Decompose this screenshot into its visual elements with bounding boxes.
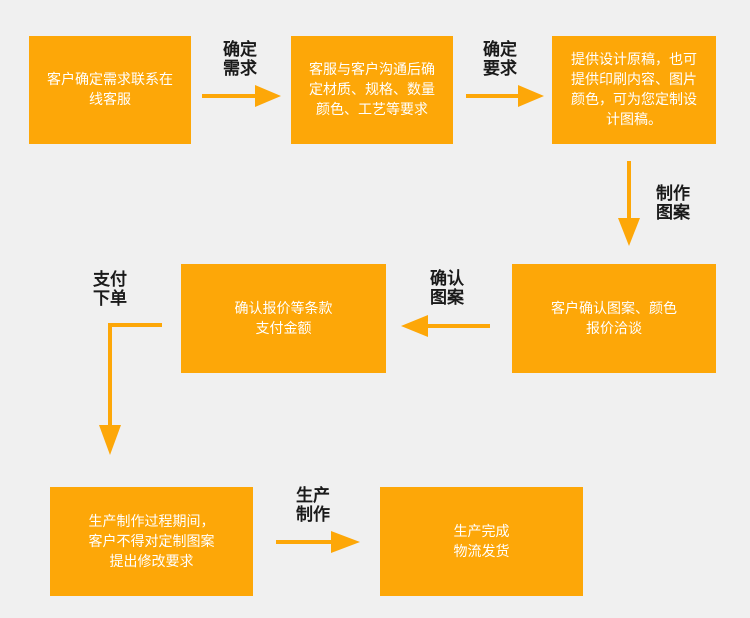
label-production: 生产 制作 <box>296 486 330 525</box>
step-text-1: 客户确定需求联系在 线客服 <box>47 72 173 108</box>
label-confirm-requirements: 确定 要求 <box>483 40 517 79</box>
label-pay-order: 支付 下单 <box>93 270 127 309</box>
arrow-step3-to-step4 <box>618 161 640 246</box>
step-text-7: 生产完成 物流发货 <box>453 523 510 560</box>
step-box-1: 客户确定需求联系在 线客服 <box>29 36 191 144</box>
step-text-4: 客户确认图案、颜色 报价洽谈 <box>551 300 677 337</box>
step-box-7: 生产完成 物流发货 <box>380 487 583 596</box>
step-box-6: 生产制作过程期间， 客户不得对定制图案 提出修改要求 <box>50 487 253 596</box>
step-text-6: 生产制作过程期间， 客户不得对定制图案 提出修改要求 <box>88 513 215 570</box>
arrow-step5-to-step6 <box>99 323 162 455</box>
step-box-2: 客服与客户沟通后确 定材质、规格、数量 颜色、工艺等要求 <box>291 36 453 144</box>
arrow-step6-to-step7 <box>276 531 360 553</box>
label-confirm-needs: 确定 需求 <box>223 40 257 79</box>
step-box-3: 提供设计原稿，也可 提供印刷内容、图片 颜色，可为您定制设 计图稿。 <box>552 36 716 144</box>
step-text-3: 提供设计原稿，也可 提供印刷内容、图片 颜色，可为您定制设 计图稿。 <box>571 52 697 128</box>
arrow-step2-to-step3 <box>466 85 544 107</box>
step-box-4: 客户确认图案、颜色 报价洽谈 <box>512 264 716 373</box>
step-box-5: 确认报价等条款 支付金额 <box>181 264 386 373</box>
arrow-step4-to-step5 <box>401 315 490 337</box>
step-text-5: 确认报价等条款 支付金额 <box>234 300 333 337</box>
label-confirm-design: 确认 图案 <box>430 269 464 308</box>
arrow-step1-to-step2 <box>202 85 281 107</box>
label-make-design: 制作 图案 <box>656 184 690 223</box>
step-text-2: 客服与客户沟通后确 定材质、规格、数量 颜色、工艺等要求 <box>309 62 435 118</box>
